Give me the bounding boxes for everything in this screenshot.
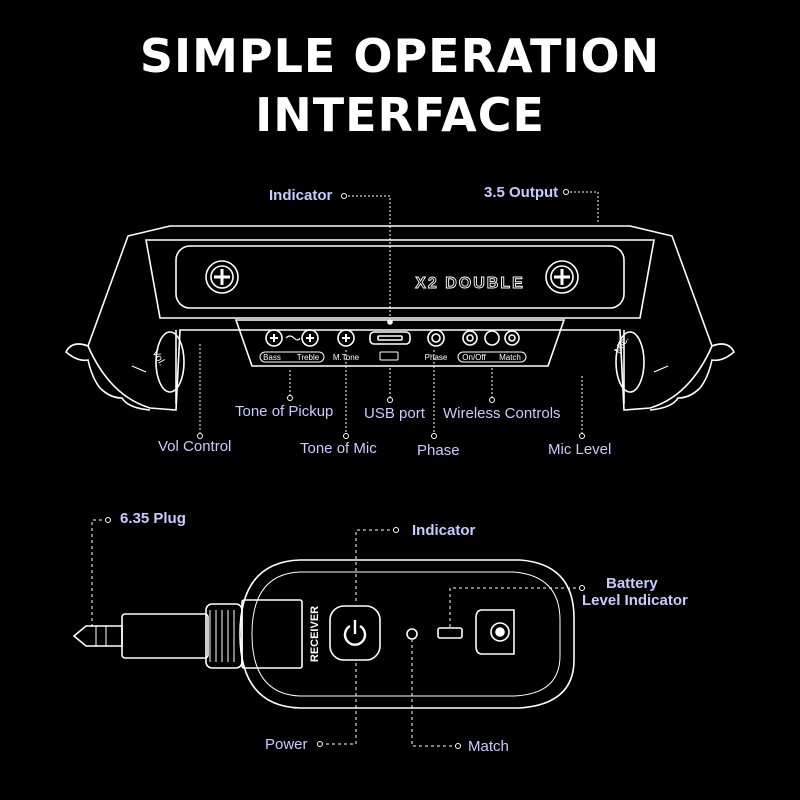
callout-output: 3.5 Output: [484, 184, 559, 201]
callout-battery-line1: Battery: [606, 575, 658, 592]
callout-tone-pickup: Tone of Pickup: [235, 403, 334, 420]
brand-logo: X2 DOUBLE: [415, 275, 525, 292]
phase-panel-label: Phase: [425, 353, 448, 362]
callout-phase: Phase: [417, 442, 460, 459]
page-title-line1: SIMPLE OPERATION: [139, 29, 661, 83]
receiver-label: RECEIVER: [309, 606, 321, 662]
mic-knob-label: Mic.: [613, 334, 632, 355]
callout-power: Power: [265, 736, 308, 753]
match-panel-label: Match: [499, 353, 521, 362]
callout-indicator-bottom: Indicator: [412, 522, 476, 539]
top-device: [65, 225, 735, 411]
callout-match: Match: [468, 738, 509, 755]
callout-plug: 6.35 Plug: [120, 510, 186, 527]
m-tone-label: M.Tone: [333, 353, 360, 362]
on-off-label: On/Off: [462, 353, 486, 362]
callout-tone-mic: Tone of Mic: [300, 440, 377, 457]
bottom-device: [72, 559, 575, 709]
callout-mic-level: Mic Level: [548, 441, 612, 458]
treble-label: Treble: [297, 353, 320, 362]
callout-wireless-controls: Wireless Controls: [443, 405, 561, 422]
callout-vol-control: Vol Control: [158, 438, 232, 455]
page-title-line2: INTERFACE: [255, 88, 545, 142]
vol-knob-label: Vol.: [149, 348, 167, 368]
callout-usb-port: USB port: [364, 405, 425, 422]
callout-indicator-top: Indicator: [269, 187, 333, 204]
bass-label: Bass: [263, 353, 281, 362]
callout-battery-line2: Level Indicator: [582, 592, 688, 609]
